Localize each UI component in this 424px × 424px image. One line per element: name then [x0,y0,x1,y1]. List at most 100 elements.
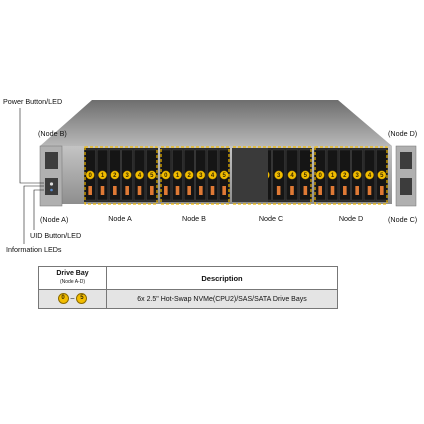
bay-number: 2 [187,173,191,179]
label-node-b-left: (Node B) [38,129,67,138]
drive-pull-tab [355,186,359,195]
drive-pull-tab [125,186,129,195]
bay-number: 3 [199,173,203,179]
drive-pull-tab [164,186,168,195]
bay-number-marker [110,170,120,180]
drive-pull-tab [210,186,215,195]
bay-number-marker [85,170,95,180]
right-control-panel-d [400,152,412,169]
drive-pull-tab [88,186,92,195]
label-uid-button: UID Button/LED [30,231,81,240]
bay-number: 3 [277,173,281,179]
bay-number-marker [98,170,107,180]
bay-number: 1 [331,173,335,179]
drive-pull-tab [290,186,294,195]
bay-number-marker [274,170,284,180]
power-callout-line [19,108,44,184]
drive-pull-tab [100,186,105,195]
label-power-button: Power Button/LED [3,97,62,106]
node-groups: 012345012345012345012345 [84,146,388,205]
bay-number-marker [365,170,374,180]
power-button[interactable] [49,182,54,186]
bay-number: 5 [304,173,308,179]
bay-number-marker [135,170,144,180]
bay-number-marker [377,170,387,180]
bay-number-marker [300,170,310,180]
bay-number: 2 [343,173,347,179]
chassis-top [40,100,392,146]
bay-description: 6x 2.5" Hot-Swap NVMe(CPU2)/SAS/SATA Dri… [106,289,338,309]
bay-number-marker [122,170,132,180]
node-a-bracket [84,146,158,205]
range-dash: – [70,295,75,303]
drive-pull-tab [222,186,226,195]
drive-pull-tab [367,186,372,195]
left-control-panel-b [45,152,58,169]
bay-number-marker [340,170,350,180]
drive-pull-tab [175,186,180,195]
label-info-leds: Information LEDs [6,245,62,254]
drive-pull-tab [343,186,347,195]
label-node-a-left: (Node A) [40,215,68,224]
table-row: 0–5 6x 2.5" Hot-Swap NVMe(CPU2)/SAS/SATA… [38,289,338,309]
bay-end-marker: 5 [76,293,88,305]
node-label-b: Node B [182,214,206,223]
node-b-bracket [160,146,230,205]
bay-number: 5 [150,173,154,179]
label-node-d-right: (Node D) [388,129,417,138]
drive-bay-range: 0–5 [38,289,107,309]
uid-button[interactable] [50,188,53,192]
bay-number: 0 [88,173,92,179]
uid-callout-line [33,189,44,230]
center-vent [232,148,268,202]
node-d-bay-panel [314,148,388,202]
node-label-a: Node A [108,214,132,223]
bay-number-marker [287,170,297,180]
bay-number-marker [196,170,206,180]
drive-pull-tab [113,186,117,195]
bay-number-marker [147,170,157,180]
bay-number: 4 [290,173,294,179]
bay-number: 4 [138,173,142,179]
node-a-bay-panel [84,148,158,202]
drive-pull-tab [187,186,191,195]
table-header-row: Drive Bay (Node A-D) Description [38,266,338,290]
info-leds-callout-line [23,185,44,244]
drive-pull-tab [150,186,154,195]
bay-number-marker [161,170,171,180]
node-label-c: Node C [259,214,283,223]
server-front-diagram: 012345012345012345012345 Power Button/LE… [3,97,417,254]
drive-pull-tab [137,186,142,195]
bay-number-marker [315,170,325,180]
drive-bay-table: Drive Bay (Node A-D) Description 0–5 6x … [38,266,338,309]
bay-number: 3 [355,173,359,179]
bay-number-marker [328,170,337,180]
bay-number-marker [208,170,217,180]
bay-number: 0 [318,173,322,179]
bay-number: 1 [101,173,105,179]
drive-pull-tab [276,186,281,195]
node-d-bracket [314,146,388,205]
bay-number: 4 [211,173,215,179]
bay-number-marker [173,170,182,180]
header-drive-bay-sub: (Node A-D) [59,279,85,285]
bay-number: 5 [380,173,384,179]
bay-number: 1 [176,173,180,179]
node-b-bay-panel [160,148,230,202]
bay-start-marker: 0 [57,293,69,305]
bay-number: 3 [125,173,129,179]
header-drive-bay-label: Drive Bay [56,270,89,277]
bay-number-marker [219,170,229,180]
header-description: Description [106,266,338,290]
right-control-panel-c [400,178,412,195]
drive-pull-tab [330,186,335,195]
drive-pull-tab [199,186,203,195]
drive-pull-tab [318,186,322,195]
left-control-panel-a [45,178,58,195]
bay-number: 5 [222,173,226,179]
bay-number: 4 [368,173,372,179]
drive-pull-tab [303,186,308,195]
header-drive-bay: Drive Bay (Node A-D) [38,266,107,290]
bay-number: 2 [113,173,117,179]
bay-number-marker [184,170,194,180]
